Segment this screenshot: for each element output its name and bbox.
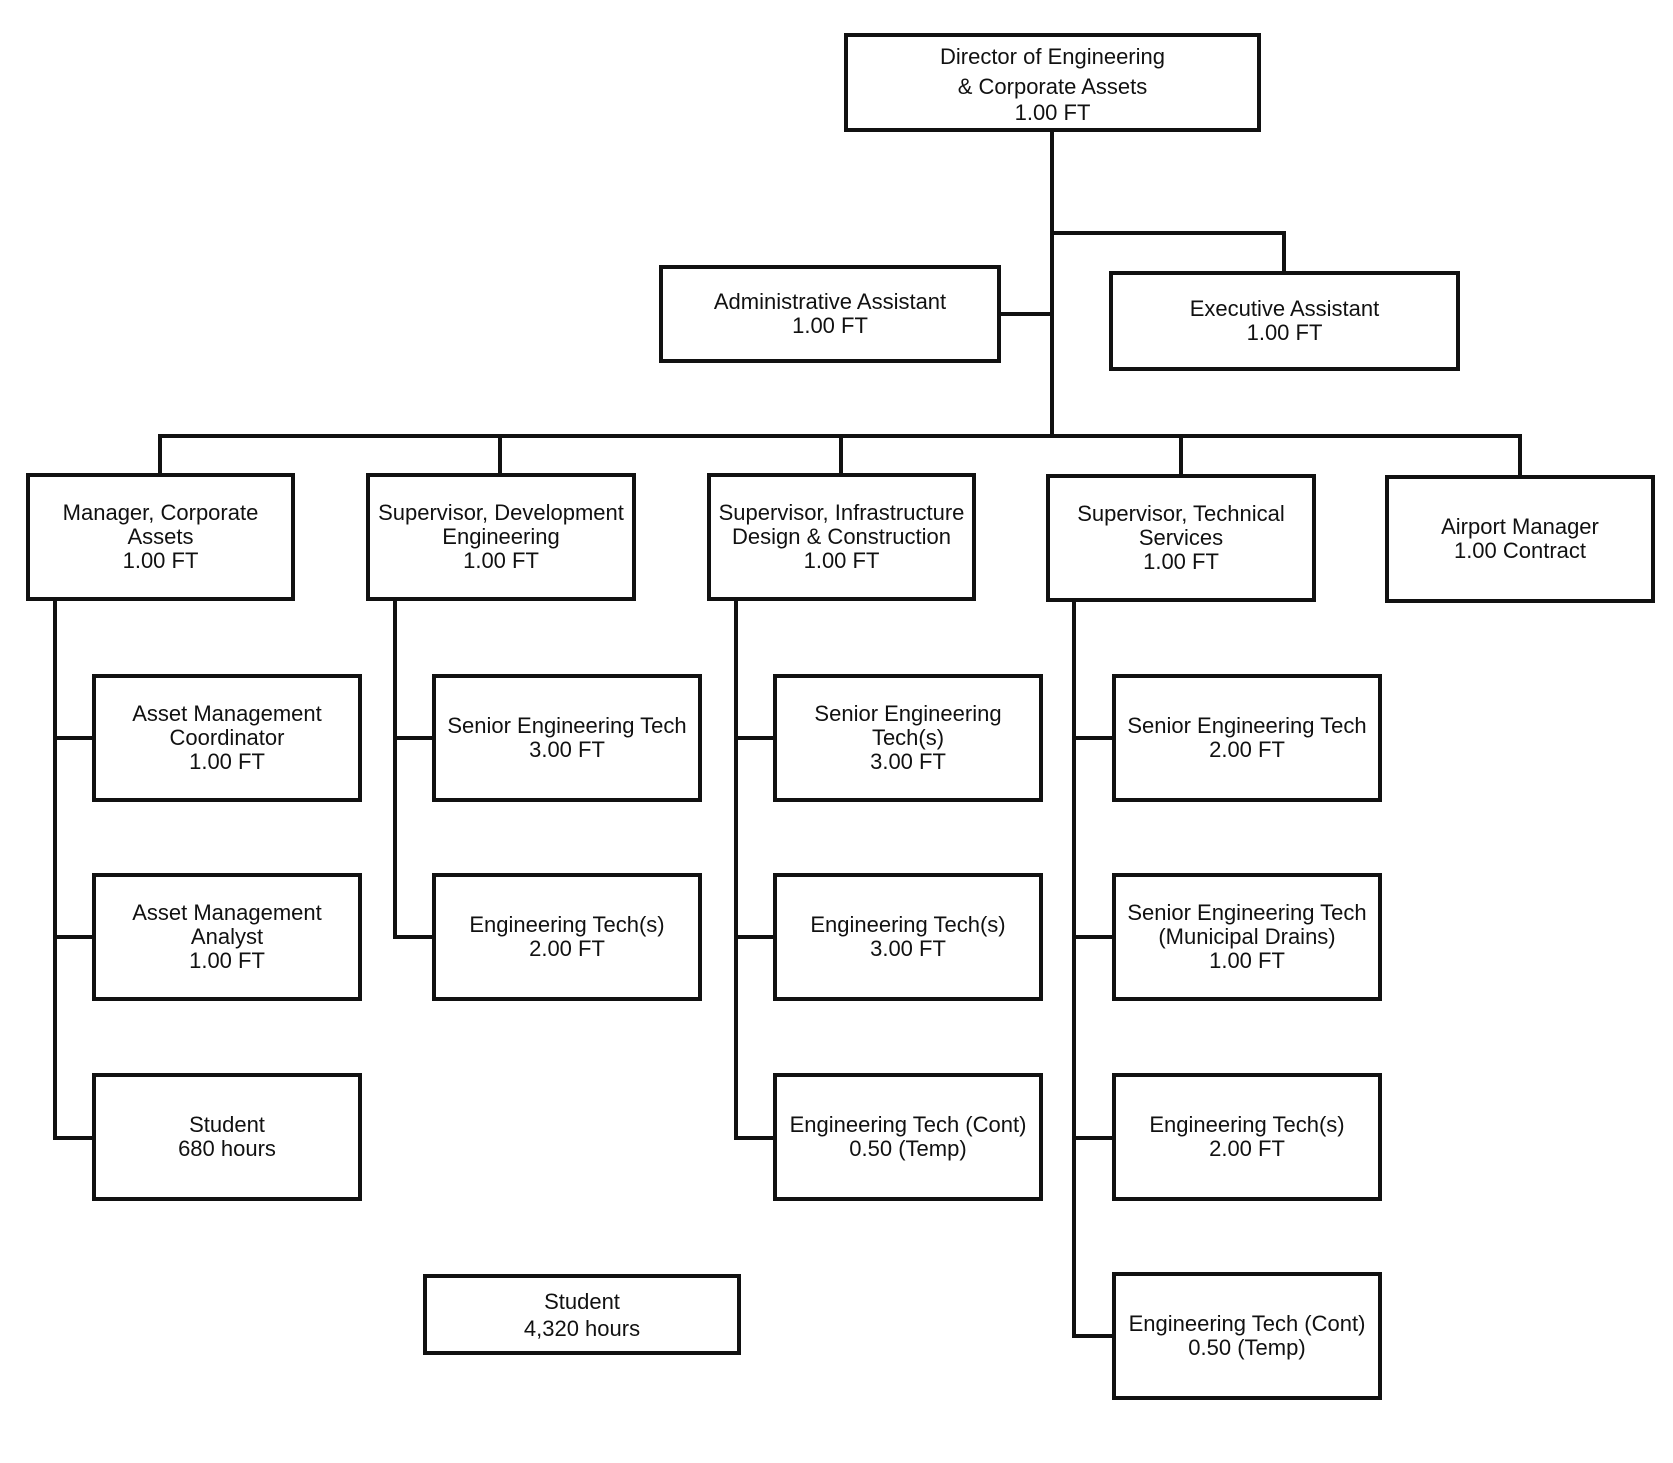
admin-assistant-fte: 1.00 FT	[792, 313, 868, 338]
tech-senior-tech-box: Senior Engineering Tech 2.00 FT	[1112, 674, 1382, 802]
director-title-line2: & Corporate Assets	[957, 73, 1148, 99]
infra-eng-tech-cont-temp: 0.50 (Temp)	[849, 1136, 967, 1161]
tech-senior-tech-fte: 2.00 FT	[1209, 737, 1285, 762]
sup-infra-fte: 1.00 FT	[803, 548, 880, 573]
sup-dev-eng-box: Supervisor, Development Engineering 1.00…	[366, 473, 636, 601]
asset-mgmt-analyst-title-line2: Analyst	[190, 924, 264, 949]
infra-senior-tech-title-line1: Senior Engineering	[814, 701, 1002, 726]
director-box: Director of Engineering & Corporate Asse…	[844, 33, 1261, 132]
infra-eng-tech-cont-title: Engineering Tech (Cont)	[789, 1112, 1027, 1137]
dev-eng-tech-title: Engineering Tech(s)	[469, 912, 665, 937]
infra-eng-tech-cont-box: Engineering Tech (Cont) 0.50 (Temp)	[773, 1073, 1043, 1201]
dev-eng-tech-box: Engineering Tech(s) 2.00 FT	[432, 873, 702, 1001]
sup-dev-eng-title-line2: Engineering	[442, 524, 560, 549]
asset-mgmt-coord-title-line1: Asset Management	[132, 701, 322, 726]
sup-dev-eng-title-line1: Supervisor, Development	[378, 500, 624, 525]
mgr-corp-assets-box: Manager, Corporate Assets 1.00 FT	[26, 473, 295, 601]
dev-eng-tech-fte: 2.00 FT	[529, 936, 605, 961]
airport-mgr-contract: 1.00 Contract	[1453, 538, 1587, 563]
tech-senior-drains-title-line1: Senior Engineering Tech	[1127, 900, 1367, 925]
airport-mgr-box: Airport Manager 1.00 Contract	[1385, 475, 1655, 603]
student-680-box: Student 680 hours	[92, 1073, 362, 1201]
infra-eng-tech-title: Engineering Tech(s)	[810, 912, 1006, 937]
tech-senior-drains-fte: 1.00 FT	[1209, 948, 1285, 973]
mgr-corp-assets-title-line2: Assets	[127, 524, 194, 549]
exec-assistant-box: Executive Assistant 1.00 FT	[1109, 271, 1460, 371]
asset-mgmt-analyst-fte: 1.00 FT	[189, 948, 265, 973]
admin-assistant-title: Administrative Assistant	[713, 289, 947, 314]
infra-eng-tech-box: Engineering Tech(s) 3.00 FT	[773, 873, 1043, 1001]
sup-infra-title-line1: Supervisor, Infrastructure	[718, 500, 965, 525]
asset-mgmt-coord-box: Asset Management Coordinator 1.00 FT	[92, 674, 362, 802]
student-4320-hours: 4,320 hours	[523, 1315, 641, 1341]
sup-dev-eng-fte: 1.00 FT	[463, 548, 539, 573]
sup-infra-box: Supervisor, Infrastructure Design & Cons…	[707, 473, 976, 601]
sup-tech-title-line2: Services	[1138, 525, 1224, 550]
tech-eng-tech-cont-temp: 0.50 (Temp)	[1188, 1335, 1306, 1360]
dev-senior-tech-title: Senior Engineering Tech	[447, 713, 687, 738]
exec-assistant-fte: 1.00 FT	[1246, 320, 1323, 345]
tech-eng-tech-cont-title: Engineering Tech (Cont)	[1128, 1311, 1366, 1336]
asset-mgmt-coord-title-line2: Coordinator	[169, 725, 285, 750]
tech-eng-tech-box: Engineering Tech(s) 2.00 FT	[1112, 1073, 1382, 1201]
tech-senior-drains-title-line2: (Municipal Drains)	[1158, 924, 1336, 949]
infra-eng-tech-fte: 3.00 FT	[870, 936, 946, 961]
mgr-corp-assets-title-line1: Manager, Corporate	[62, 500, 259, 525]
infra-senior-tech-fte: 3.00 FT	[870, 749, 946, 774]
student-680-title: Student	[189, 1112, 265, 1137]
director-fte: 1.00 FT	[1014, 99, 1091, 125]
tech-eng-tech-fte: 2.00 FT	[1209, 1136, 1285, 1161]
asset-mgmt-analyst-title-line1: Asset Management	[132, 900, 322, 925]
asset-mgmt-analyst-box: Asset Management Analyst 1.00 FT	[92, 873, 362, 1001]
dev-senior-tech-box: Senior Engineering Tech 3.00 FT	[432, 674, 702, 802]
sup-infra-title-line2: Design & Construction	[732, 524, 951, 549]
mgr-corp-assets-fte: 1.00 FT	[122, 548, 199, 573]
director-title-line1: Director of Engineering	[939, 43, 1165, 69]
airport-mgr-title: Airport Manager	[1441, 514, 1599, 539]
sup-tech-fte: 1.00 FT	[1143, 549, 1219, 574]
tech-eng-tech-cont-box: Engineering Tech (Cont) 0.50 (Temp)	[1112, 1272, 1382, 1400]
exec-assistant-title: Executive Assistant	[1189, 296, 1380, 321]
student-4320-box: Student 4,320 hours	[423, 1274, 741, 1355]
student-680-hours: 680 hours	[178, 1136, 276, 1161]
sup-tech-box: Supervisor, Technical Services 1.00 FT	[1046, 474, 1316, 602]
tech-senior-drains-box: Senior Engineering Tech (Municipal Drain…	[1112, 873, 1382, 1001]
student-4320-title: Student	[544, 1288, 620, 1314]
tech-eng-tech-title: Engineering Tech(s)	[1149, 1112, 1345, 1137]
sup-tech-title-line1: Supervisor, Technical	[1077, 501, 1285, 526]
infra-senior-tech-box: Senior Engineering Tech(s) 3.00 FT	[773, 674, 1043, 802]
tech-senior-tech-title: Senior Engineering Tech	[1127, 713, 1367, 738]
admin-assistant-box: Administrative Assistant 1.00 FT	[659, 265, 1001, 363]
infra-senior-tech-title-line2: Tech(s)	[871, 725, 945, 750]
dev-senior-tech-fte: 3.00 FT	[529, 737, 605, 762]
asset-mgmt-coord-fte: 1.00 FT	[189, 749, 265, 774]
